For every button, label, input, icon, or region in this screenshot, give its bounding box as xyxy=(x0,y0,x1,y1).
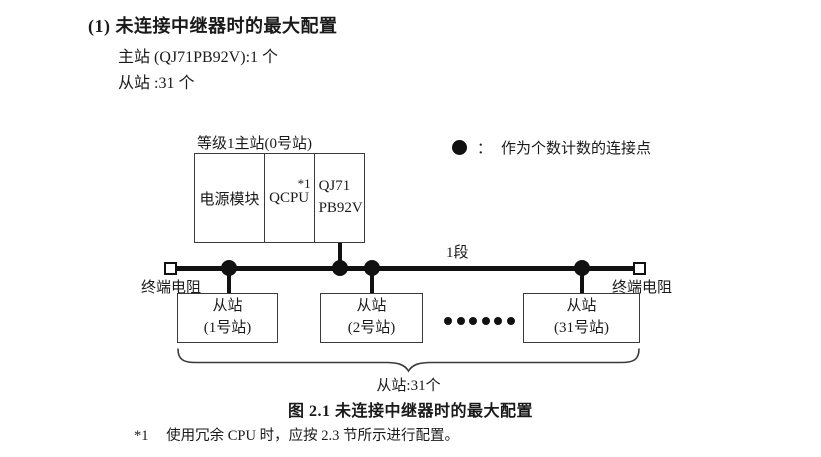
legend: ： 作为个数计数的连接点 xyxy=(452,137,651,158)
slave-count-line: 从站 :31 个 xyxy=(118,75,195,92)
footnote-ref-marker: *1 xyxy=(297,176,311,191)
slave2-label: 从站 xyxy=(356,298,387,315)
ellipsis-dots xyxy=(444,317,515,325)
slave2-station-no: (2号站) xyxy=(347,320,396,336)
qj71pb92v-cell: QJ71 PB92V xyxy=(315,154,364,242)
terminating-resistor-label-right: 终端电阻 xyxy=(612,280,673,296)
connection-point-dot-icon xyxy=(452,140,467,155)
slave31-station-no: (31号站) xyxy=(554,320,609,336)
terminating-resistor-label-left: 终端电阻 xyxy=(141,280,202,296)
slave1-label: 从站 xyxy=(212,298,243,315)
section-heading: (1) 未连接中继器时的最大配置 xyxy=(88,16,338,36)
slave2-drop-line xyxy=(370,268,374,293)
slave1-station-no: (1号站) xyxy=(203,320,252,336)
slave-station-box-2: 从站 (2号站) xyxy=(320,293,423,343)
slave1-drop-line xyxy=(227,268,231,293)
bus-line xyxy=(171,266,637,271)
power-module-cell: 电源模块 xyxy=(195,154,266,242)
footnote: *1 使用冗余 CPU 时，应按 2.3 节所示进行配置。 xyxy=(134,424,459,445)
qj71-label-line1: QJ71 xyxy=(318,178,351,195)
connection-dot-master xyxy=(332,260,348,276)
slave31-drop-line xyxy=(580,268,584,293)
master-drop-line xyxy=(338,243,342,268)
master-station-label: 等级1主站(0号站) xyxy=(197,136,312,152)
footnote-text: 使用冗余 CPU 时，应按 2.3 节所示进行配置。 xyxy=(166,428,459,444)
master-station-box: 电源模块 *1 QCPU QJ71 PB92V xyxy=(194,153,365,243)
brace-graphic xyxy=(177,348,640,373)
master-count-line: 主站 (QJ71PB92V):1 个 xyxy=(118,49,279,66)
slave-station-box-1: 从站 (1号站) xyxy=(177,293,278,343)
figure-caption: 图 2.1 未连接中继器时的最大配置 xyxy=(287,403,533,420)
power-module-label: 电源模块 xyxy=(199,191,260,208)
footnote-marker: *1 xyxy=(134,428,149,444)
slave-station-box-31: 从站 (31号站) xyxy=(523,293,640,343)
slave31-label: 从站 xyxy=(566,298,597,315)
terminating-resistor-icon-left xyxy=(164,262,177,275)
qcpu-cell: *1 QCPU xyxy=(265,154,315,242)
terminating-resistor-icon-right xyxy=(633,262,646,275)
legend-separator: ： xyxy=(477,141,493,157)
segment-label: 1段 xyxy=(446,245,469,261)
qj71-label-line2: PB92V xyxy=(318,200,363,216)
legend-text: 作为个数计数的连接点 xyxy=(501,141,652,157)
slave-total-label: 从站:31个 xyxy=(376,378,441,394)
qcpu-label: QCPU xyxy=(269,189,310,206)
